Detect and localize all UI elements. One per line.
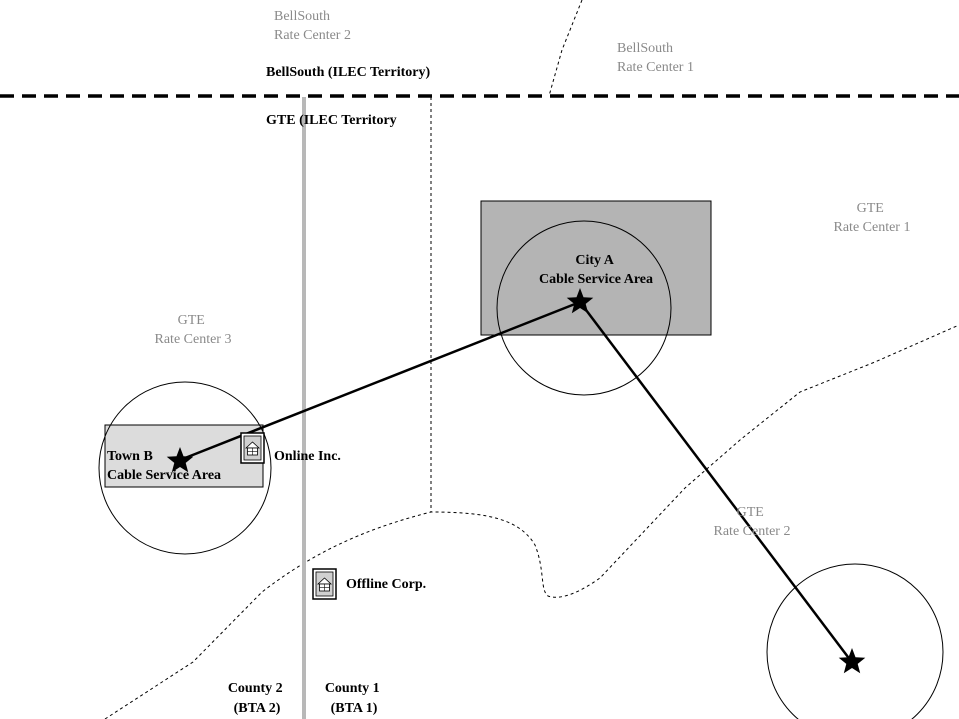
rc2-rate-circle: [766, 563, 944, 719]
star-icon: [838, 648, 866, 674]
town-b-cable-area: [104, 424, 264, 488]
city-a-label: City A Cable Service Area: [539, 253, 653, 287]
city-a-rate-circle: [496, 220, 672, 396]
star-icon: [166, 447, 194, 473]
star-icon: [566, 288, 594, 314]
link-city-a-town-b: [179, 300, 581, 462]
city-a-cable-area: [480, 200, 712, 336]
building-icon: [240, 432, 265, 464]
gte-territory-label: GTE (ILEC Territory: [266, 113, 397, 128]
bellsouth-rate-center-divider: [548, 0, 583, 97]
bellsouth-rate-center-1-label: BellSouth Rate Center 1: [617, 41, 694, 75]
town-b-label: Town B Cable Service Area: [107, 449, 221, 483]
gte-rate-center-boundary: [104, 324, 959, 719]
gte-rate-center-2-label: GTE Rate Center 2: [714, 505, 791, 539]
bellsouth-rate-center-2-label: BellSouth Rate Center 2: [274, 9, 351, 43]
county-2-label: County 2 (BTA 2): [228, 681, 286, 716]
bellsouth-territory-label: BellSouth (ILEC Territory): [266, 65, 430, 80]
gte-rate-center-1-label: GTE Rate Center 1: [834, 201, 911, 235]
online-inc-label: Online Inc.: [274, 449, 341, 464]
offline-corp-label: Offline Corp.: [346, 577, 426, 592]
gte-rate-center-3-label: GTE Rate Center 3: [155, 313, 232, 347]
town-b-rate-circle: [98, 381, 272, 555]
link-city-a-rc2: [579, 301, 852, 662]
county-1-label: County 1 (BTA 1): [325, 681, 383, 716]
building-icon: [312, 568, 337, 600]
